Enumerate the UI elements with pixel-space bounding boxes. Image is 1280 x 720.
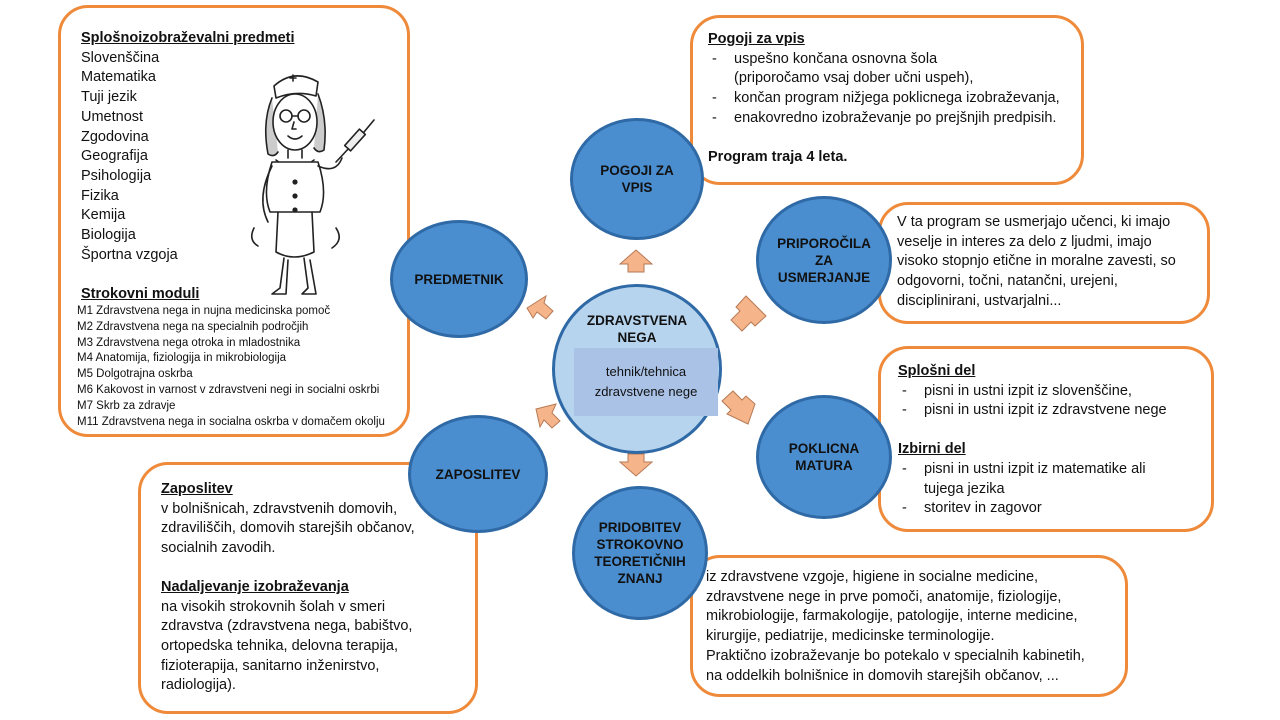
znanje-line: na oddelkih bolnišnice in domovih starej… [706,667,1059,684]
pogoji-item-cont-text: (priporočamo vsaj dober učni uspeh), [734,70,974,87]
general-subject: Biologija [81,227,136,244]
priporocila-line: disciplinirani, ustvarjalni... [897,292,1062,309]
node-priporocila: PRIPOROČILA ZA USMERJANJE [756,196,892,324]
predmetnik-content: Splošnoizobraževalni predmeti Slovenščin… [81,29,295,265]
izbirni-item: pisni in ustni izpit iz matematike ali [898,460,1167,480]
znanje-line: kirurgije, pediatrije, medicinske termin… [706,628,995,645]
module-item: M3 Zdravstvena nega otroka in mladostnik… [77,336,301,349]
izbirni-item-cont-text: tujega jezika [924,480,1005,497]
zaposlitev-content: Zaposlitev v bolnišnicah, zdravstvenih d… [161,480,415,696]
center-title: ZDRAVSTVENA NEGA [586,313,688,345]
module-item: M6 Kakovost in varnost v zdravstveni neg… [77,383,380,396]
node-pridobitev: PRIDOBITEV STROKOVNO TEORETIČNIH ZNANJ [572,486,708,620]
program-duration: Program traja 4 leta. [708,148,848,165]
priporocila-content: V ta program se usmerjajo učenci, ki ima… [897,213,1176,312]
center-subtitle: tehnik/tehnica zdravstvene nege [594,364,698,399]
znanje-box [690,555,1128,697]
pogoji-item: enakovredno izobraževanje po prejšnjih p… [708,109,1060,129]
center-subtitle-box [574,348,718,416]
node-pogoji: POGOJI ZA VPIS [570,118,704,240]
znanje-line: zdravstvene nege in prve pomoči, anatomi… [706,588,1062,605]
nadaljevanje-line: fizioterapija, sanitarno inženirstvo, [161,657,380,674]
module-item: M7 Skrb za zdravje [77,399,176,412]
pogoji-content: Pogoji za vpis uspešno končana osnovna š… [708,30,1060,167]
zaposlitev-line: socialnih zavodih. [161,540,276,557]
zaposlitev-heading: Zaposlitev [161,481,233,497]
nadaljevanje-line: na visokih strokovnih šolah v smeri [161,598,386,615]
splosni-heading: Splošni del [898,363,976,379]
matura-content: Splošni del pisni in ustni izpit iz slov… [898,362,1167,519]
splosni-item: pisni in ustni izpit iz zdravstvene nege [898,401,1167,421]
general-subject: Matematika [81,69,156,86]
node-priporocila-label: PRIPOROČILA ZA USMERJANJE [777,235,871,285]
izbirni-item: storitev in zagovor [898,499,1167,519]
nadaljevanje-line: zdravstva (zdravstvena nega, babištvo, [161,618,413,635]
arrow-lower-left [535,403,561,429]
node-predmetnik-label: PREDMETNIK [414,271,504,287]
general-subjects-heading: Splošnoizobraževalni predmeti [81,30,295,46]
modules-heading: Strokovni moduli [81,286,200,302]
splosni-item: pisni in ustni izpit iz slovenščine, [898,382,1167,402]
pogoji-item: končan program nižjega poklicnega izobra… [708,89,1060,109]
node-matura: POKLICNA MATURA [756,395,892,519]
general-subject: Tuji jezik [81,89,137,106]
nadaljevanje-heading: Nadaljevanje izobraževanja [161,578,349,595]
node-zaposlitev-label: ZAPOSLITEV [435,466,521,482]
znanje-content: iz zdravstvene vzgoje, higiene in social… [706,568,1085,686]
nadaljevanje-line: radiologija). [161,677,236,694]
znanje-line: mikrobiologije, farmakologije, patologij… [706,608,1078,625]
nadaljevanje-line: ortopedska tehnika, delovna terapija, [161,637,398,654]
general-subject: Fizika [81,187,119,204]
node-zaposlitev: ZAPOSLITEV [408,415,548,533]
izbirni-item-cont: tujega jezika [898,480,1167,500]
general-subject: Umetnost [81,108,144,125]
priporocila-line: V ta program se usmerjajo učenci, ki ima… [897,214,1171,230]
general-subject: Zgodovina [81,128,149,145]
nurse-illustration [250,74,375,295]
node-matura-label: POKLICNA MATURA [788,441,860,473]
pogoji-item: uspešno končana osnovna šola [708,50,1060,70]
general-subject: Psihologija [81,167,152,184]
modules-list: M1 Zdravstvena nega in nujna medicinska … [77,304,385,430]
zaposlitev-line: zdraviliščih, domovih starejših občanov, [161,520,415,537]
node-pogoji-label: POGOJI ZA VPIS [600,163,674,195]
node-pridobitev-label: PRIDOBITEV STROKOVNO TEORETIČNIH ZNANJ [594,520,686,586]
module-item: M1 Zdravstvena nega in nujna medicinska … [77,305,331,317]
znanje-line: Praktično izobraževanje bo potekalo v sp… [706,647,1085,664]
priporocila-line: odgovorni, točni, natančni, urejeni, [897,273,1118,290]
priporocila-line: visoko stopnjo etične in moralne zavesti… [897,253,1176,270]
zaposlitev-line: v bolnišnicah, zdravstvenih domovih, [161,500,398,517]
izbirni-heading: Izbirni del [898,441,966,458]
general-subject: Geografija [81,148,148,165]
pogoji-item-cont: (priporočamo vsaj dober učni uspeh), [708,69,1060,89]
module-item: M5 Dolgotrajna oskrba [77,368,193,381]
general-subject: Slovenščina [81,49,160,66]
module-item: M11 Zdravstvena nega in socialna oskrba … [77,415,385,428]
arrow-upper-left [526,294,554,320]
priporocila-line: veselje in interes za delo z ljudmi, ima… [897,233,1152,250]
module-item: M2 Zdravstvena nega na specialnih področ… [77,320,309,333]
module-item: M4 Anatomija, fiziologija in mikrobiolog… [77,352,287,365]
pogoji-heading: Pogoji za vpis [708,31,805,47]
arrow-down [618,453,654,477]
arrow-lower-right [721,390,756,425]
znanje-line: iz zdravstvene vzgoje, higiene in social… [706,569,1039,585]
node-predmetnik: PREDMETNIK [390,220,528,338]
arrow-upper-right [730,295,767,332]
arrow-up [618,249,654,273]
general-subject: Kemija [81,207,126,224]
general-subject: Športna vzgoja [81,246,178,263]
predmetnik-box [58,5,410,437]
